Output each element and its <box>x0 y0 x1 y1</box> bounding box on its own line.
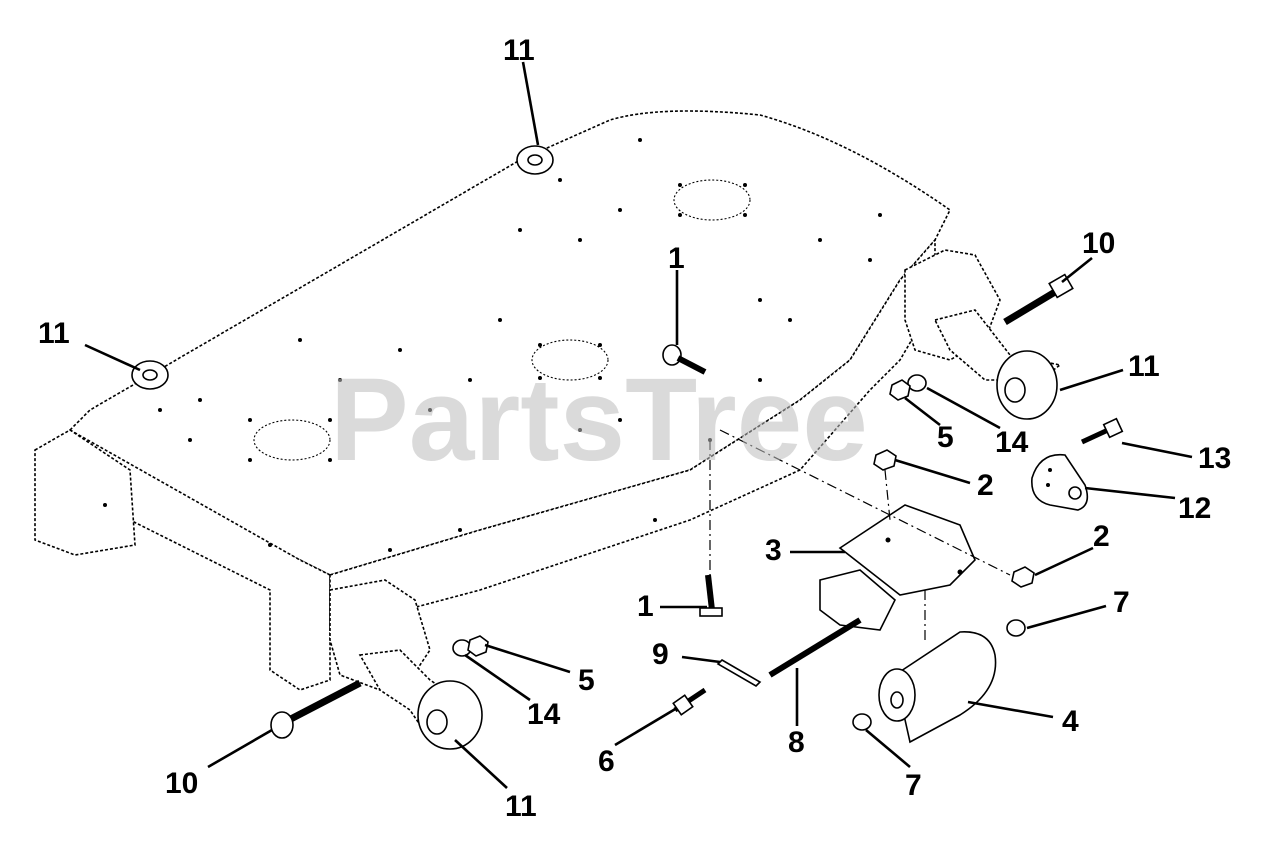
callout-6: 6 <box>598 745 615 778</box>
assembly-lines <box>709 429 1011 640</box>
plate-12 <box>1031 453 1089 511</box>
callout-1-top: 1 <box>668 242 685 275</box>
watermark: PartsTree <box>330 354 868 486</box>
pin-9 <box>716 658 762 688</box>
bolt-10-left <box>270 679 362 739</box>
callout-11-top: 11 <box>503 34 535 67</box>
callout-3: 3 <box>765 534 782 567</box>
nut-2-top <box>873 449 897 471</box>
callout-11-left: 11 <box>38 317 70 350</box>
spindle-opening-center <box>531 339 609 381</box>
wheel-left <box>417 680 483 750</box>
roller-4 <box>878 631 997 744</box>
nut-5-right <box>889 379 911 401</box>
bolt-1-top <box>662 344 707 375</box>
spindle-opening-right <box>673 179 751 221</box>
washer-7-top <box>1006 619 1026 637</box>
callouts: 11 11 1 10 11 5 14 13 2 12 2 3 7 1 9 5 1… <box>38 34 1231 823</box>
bracket-3 <box>819 504 976 631</box>
callout-11-bottom: 11 <box>505 790 537 823</box>
mower-deck <box>34 110 952 691</box>
callout-2-right: 2 <box>1093 520 1110 553</box>
leader-lines <box>84 61 1193 789</box>
washer-14-right <box>907 374 927 392</box>
wheel-right <box>996 350 1058 420</box>
washer-7-bottom <box>852 713 872 731</box>
spindle-opening-left <box>253 419 331 461</box>
nut-2-right <box>1011 566 1035 588</box>
callout-13: 13 <box>1198 442 1231 475</box>
nut-5-left <box>467 635 489 657</box>
roller-top <box>516 145 554 175</box>
screw-13 <box>1080 417 1124 445</box>
callout-8: 8 <box>788 726 805 759</box>
callout-14-right: 14 <box>995 426 1029 459</box>
screw-6 <box>672 687 707 716</box>
callout-4: 4 <box>1062 705 1079 738</box>
callout-5-right: 5 <box>937 421 954 454</box>
callout-14-left: 14 <box>527 698 561 731</box>
callout-12: 12 <box>1178 492 1211 525</box>
callout-11-right: 11 <box>1128 350 1160 383</box>
shaft-8 <box>768 617 862 678</box>
deck-holes <box>103 138 882 552</box>
callout-2-top: 2 <box>977 469 994 502</box>
roller-left <box>131 360 169 390</box>
callout-1-mid: 1 <box>637 590 654 623</box>
bolt-10-right <box>1003 273 1074 326</box>
callout-9: 9 <box>652 638 669 671</box>
callout-5-left: 5 <box>578 664 595 697</box>
callout-7-bottom: 7 <box>905 769 922 802</box>
callout-7-top: 7 <box>1113 586 1130 619</box>
callout-10-left: 10 <box>165 767 198 800</box>
callout-10-right: 10 <box>1082 227 1115 260</box>
bolt-1-mid <box>699 574 723 617</box>
